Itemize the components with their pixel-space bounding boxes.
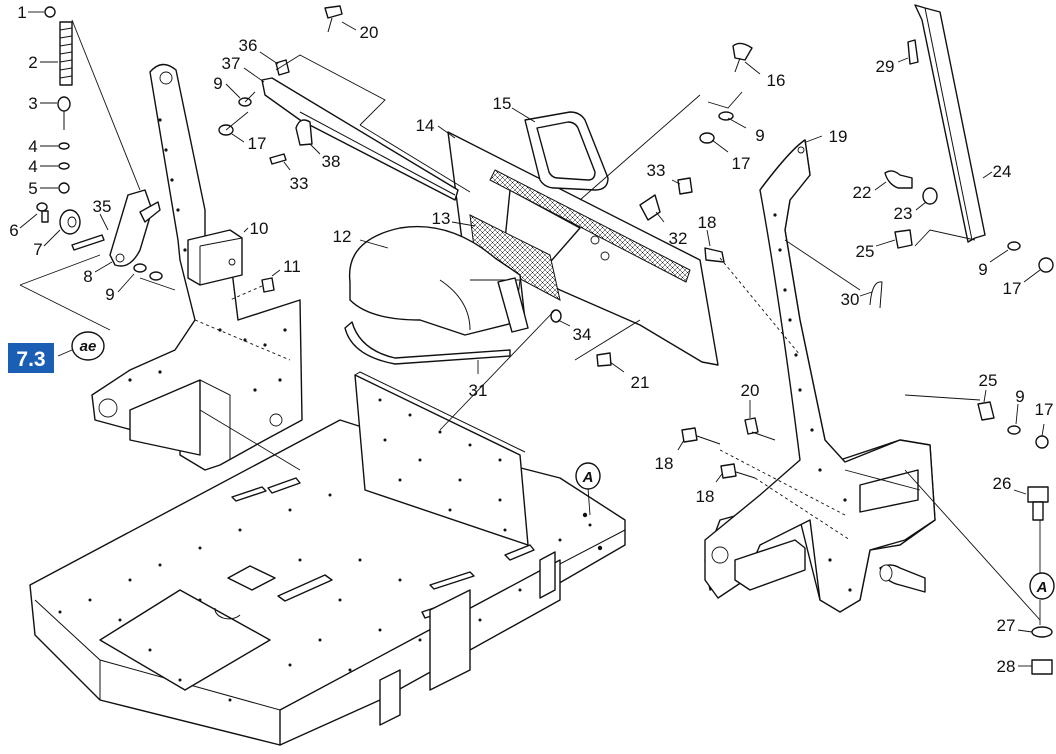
- callout: 38: [322, 152, 341, 171]
- callout: 33: [290, 174, 309, 193]
- callout: 7: [33, 240, 42, 259]
- callout: 30: [841, 290, 860, 309]
- callout: 24: [993, 162, 1012, 181]
- callout: 33: [647, 161, 666, 180]
- callout: 26: [993, 474, 1012, 493]
- callout: 23: [894, 204, 913, 223]
- callout: 3: [28, 94, 37, 113]
- callout: 9: [105, 285, 114, 304]
- callout: 4: [28, 157, 37, 176]
- callout: 17: [732, 154, 751, 173]
- callout: 5: [28, 179, 37, 198]
- callout: 10: [250, 219, 269, 238]
- callout: 1: [17, 3, 26, 22]
- callout: 28: [997, 657, 1016, 676]
- hardware-stack-left: [36, 6, 163, 281]
- callout: 9: [213, 74, 222, 93]
- callout: 20: [360, 23, 379, 42]
- right-side-panel: [704, 139, 936, 613]
- hardware-misc: [218, 5, 1054, 675]
- bracket-10: [187, 229, 243, 286]
- callout: 36: [239, 36, 258, 55]
- callout: 17: [248, 134, 267, 153]
- deflector-12: [348, 225, 529, 336]
- callout: 21: [631, 373, 650, 392]
- callout: 31: [469, 381, 488, 400]
- callout: 34: [573, 325, 592, 344]
- callout: 17: [1003, 279, 1022, 298]
- trim-strip-37: [261, 77, 459, 201]
- callout: 18: [696, 487, 715, 506]
- callout: 8: [83, 267, 92, 286]
- spring-clip-30: [869, 281, 883, 309]
- callout: 19: [829, 127, 848, 146]
- section-badge: 7.3: [8, 343, 54, 373]
- ref-mark-a-bolt: A: [1029, 572, 1055, 600]
- floor-plate: [29, 419, 626, 746]
- callout: 15: [493, 94, 512, 113]
- callout: 6: [9, 221, 18, 240]
- callout: 17: [1035, 400, 1054, 419]
- callout: 20: [741, 381, 760, 400]
- callout: 11: [283, 257, 301, 276]
- seal-strip-31: [344, 321, 511, 365]
- callout: 35: [93, 197, 112, 216]
- callout: 16: [767, 71, 786, 90]
- callout: 29: [876, 57, 895, 76]
- callout: 18: [698, 213, 717, 232]
- callout-labels: 1 2 3 4 4 5 6 7 8 9 35 10 11 20 36 37 9: [9, 3, 1053, 676]
- callout: 13: [432, 209, 451, 228]
- callout: 14: [416, 116, 435, 135]
- ref-mark-ae: ae: [57, 331, 105, 361]
- callout: 18: [655, 454, 674, 473]
- callout: 2: [28, 53, 37, 72]
- ref-mark-a-floor-text: A: [582, 469, 594, 486]
- callout: 12: [333, 227, 352, 246]
- callout: 9: [978, 260, 987, 279]
- center-vertical-panel: [354, 371, 529, 546]
- clip-29: [907, 39, 919, 65]
- side-rail-24: [914, 4, 986, 243]
- gasket-15: [524, 111, 609, 191]
- callout: 9: [755, 126, 764, 145]
- ref-mark-a-floor: A: [575, 462, 601, 516]
- callout: 25: [856, 242, 875, 261]
- callout: 22: [853, 183, 872, 202]
- ref-mark-a-bolt-text: A: [1036, 579, 1048, 596]
- callout: 9: [1015, 387, 1024, 406]
- section-badge-text: 7.3: [16, 348, 45, 371]
- callout: 32: [669, 229, 688, 248]
- callout: 37: [222, 54, 241, 73]
- callout: 25: [979, 371, 998, 390]
- leader-lines: [19, 19, 1041, 625]
- ref-mark-ae-text: ae: [80, 338, 97, 355]
- callout: 27: [997, 616, 1016, 635]
- mesh-screen-13: [469, 214, 561, 301]
- callout: 4: [28, 137, 37, 156]
